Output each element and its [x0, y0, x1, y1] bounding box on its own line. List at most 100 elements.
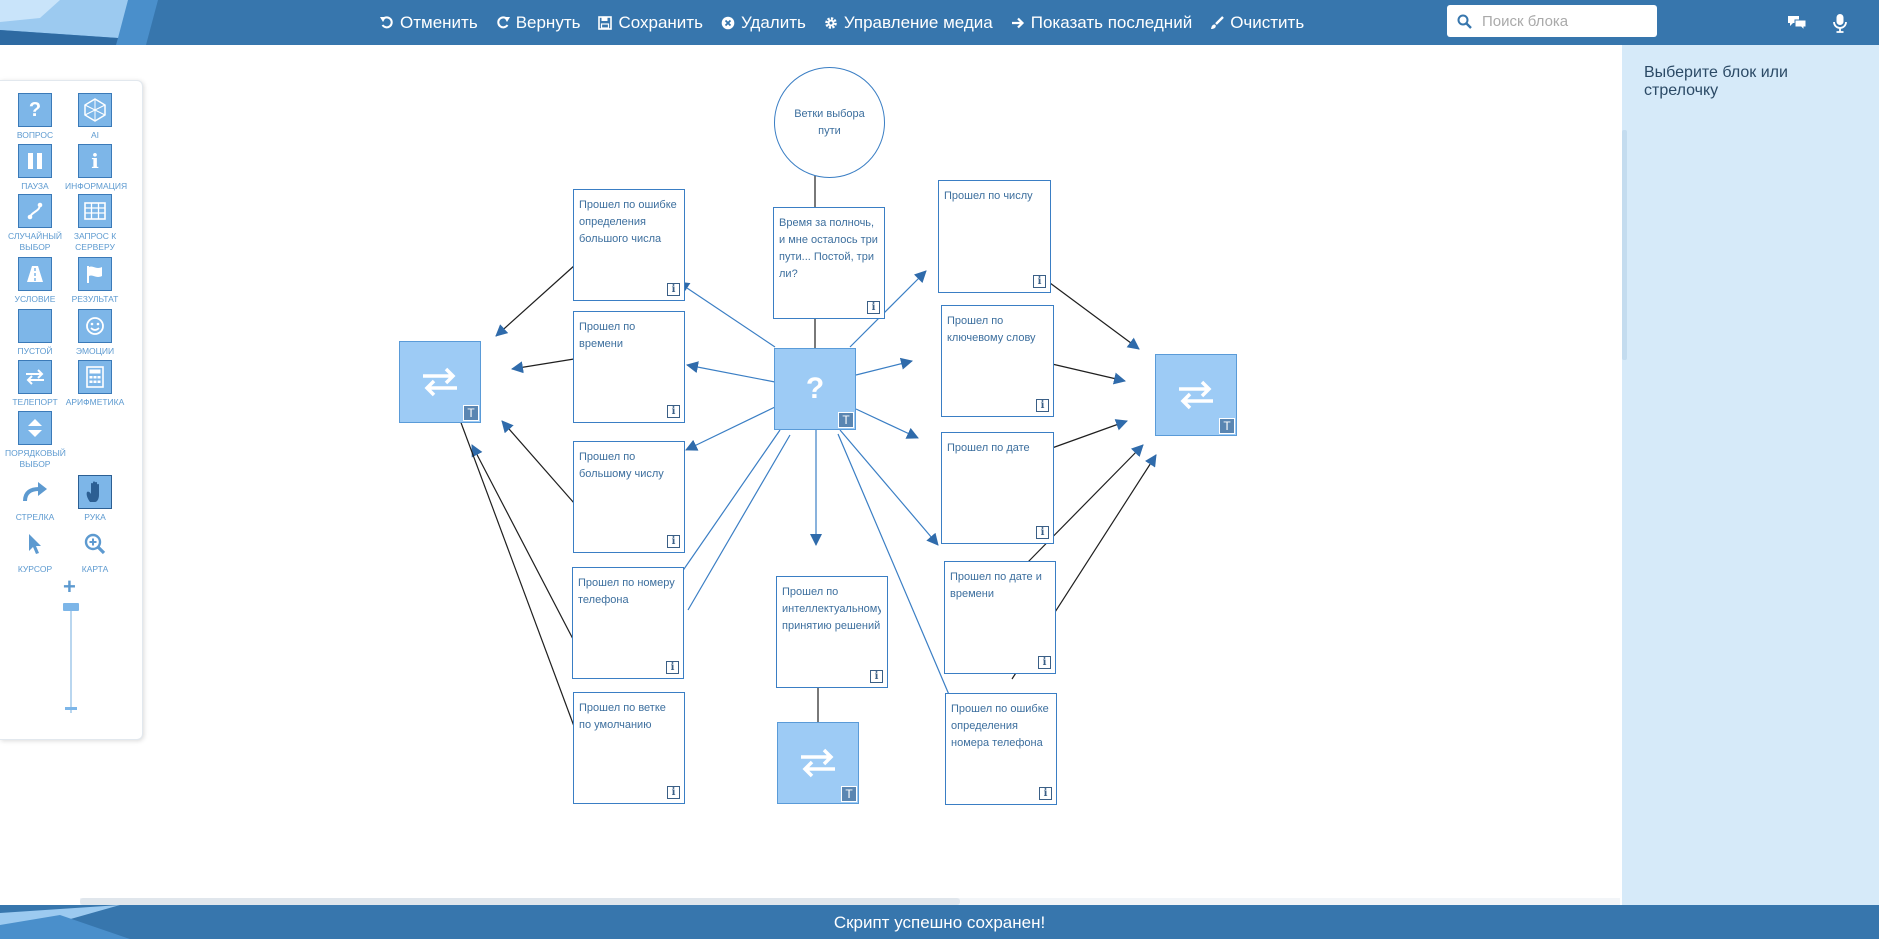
status-decoration — [0, 905, 130, 939]
tool-ordinal[interactable]: ПОРЯДКОВЫЙ ВЫБОР — [5, 411, 66, 470]
link-phone-teleport[interactable] — [471, 444, 575, 642]
node-by-keyword[interactable]: Прошел по ключевому слову i — [941, 305, 1054, 417]
node-by-phone[interactable]: Прошел по номеру телефона i — [572, 567, 684, 679]
random-icon — [18, 194, 52, 228]
tool-pause-label: ПАУЗА — [21, 181, 49, 191]
tool-condition[interactable]: УСЛОВИЕ — [5, 257, 65, 305]
horizontal-scrollbar[interactable] — [80, 898, 1620, 905]
delete-button[interactable]: Удалить — [721, 13, 806, 33]
clear-button[interactable]: Очистить — [1210, 13, 1304, 33]
node-teleport-bottom[interactable]: T — [777, 722, 859, 804]
info-icon[interactable]: i — [667, 786, 680, 799]
tool-ai[interactable]: AI — [65, 93, 125, 141]
node-by-datetime[interactable]: Прошел по дате и времени i — [944, 561, 1056, 674]
redo-label: Вернуть — [515, 12, 581, 32]
question-icon: ? — [18, 93, 52, 127]
info-icon[interactable]: i — [667, 405, 680, 418]
undo-button[interactable]: Отменить — [380, 13, 478, 33]
tool-random[interactable]: СЛУЧАЙНЫЙ ВЫБОР — [5, 194, 65, 253]
start-node[interactable]: Ветки выбора пути — [774, 67, 885, 178]
vertical-scrollbar[interactable] — [1622, 130, 1627, 360]
swap-arrows-icon — [18, 360, 52, 394]
text-badge[interactable]: T — [1219, 418, 1235, 434]
top-bar: Отменить Вернуть Сохранить Удалить Управ… — [0, 0, 1879, 45]
link-question-date[interactable] — [855, 408, 919, 439]
link-number-teleport[interactable] — [1049, 282, 1140, 350]
node-by-date[interactable]: Прошел по дате i — [941, 432, 1054, 544]
tool-emotion[interactable]: ЭМОЦИИ — [65, 309, 125, 357]
flow-canvas[interactable]: Ветки выбора пути Время за полночь, и мн… — [0, 45, 1620, 905]
search-input[interactable] — [1480, 11, 1654, 31]
microphone-icon[interactable] — [1829, 12, 1851, 34]
link-question-phone-error[interactable] — [837, 433, 951, 698]
link-big-number-teleport[interactable] — [501, 420, 575, 504]
tool-question[interactable]: ? ВОПРОС — [5, 93, 65, 141]
info-icon[interactable]: i — [667, 535, 680, 548]
zoom-out-button[interactable] — [65, 707, 77, 710]
horizontal-scrollbar-thumb[interactable] — [80, 898, 960, 905]
link-keyword-teleport[interactable] — [1051, 363, 1126, 385]
link-question-big-number[interactable] — [685, 406, 776, 451]
zoom-in-button[interactable]: + — [63, 574, 76, 599]
tool-ordinal-label: ПОРЯДКОВЫЙ ВЫБОР — [5, 448, 66, 469]
tool-server[interactable]: ЗАПРОС К СЕРВЕРУ — [65, 194, 125, 253]
node-by-number[interactable]: Прошел по числу i — [938, 180, 1051, 293]
info-icon[interactable]: i — [870, 670, 883, 683]
text-badge[interactable]: T — [841, 786, 857, 802]
node-question[interactable]: ? T — [774, 348, 856, 430]
tool-info[interactable]: i ИНФОРМАЦИЯ — [65, 144, 127, 192]
info-icon[interactable]: i — [667, 283, 680, 296]
text-badge[interactable]: T — [463, 405, 479, 421]
link-question-number[interactable] — [849, 270, 927, 348]
show-last-button[interactable]: Показать последний — [1011, 13, 1192, 33]
tool-empty[interactable]: ПУСТОЙ — [5, 309, 65, 357]
redo-button[interactable]: Вернуть — [496, 12, 581, 33]
node-phone-error[interactable]: Прошел по ошибке определения номера теле… — [945, 693, 1057, 805]
node-by-keyword-text: Прошел по ключевому слову — [947, 315, 1036, 344]
info-icon[interactable]: i — [1033, 275, 1046, 288]
tool-arithmetic[interactable]: АРИФМЕТИКА — [65, 360, 125, 408]
tool-arithmetic-label: АРИФМЕТИКА — [65, 397, 125, 407]
info-icon[interactable]: i — [1038, 656, 1051, 669]
node-by-time[interactable]: Прошел по времени i — [573, 311, 685, 423]
arrow-right-icon — [1011, 17, 1024, 28]
undo-icon — [380, 15, 393, 28]
node-teleport-left[interactable]: T — [399, 341, 481, 423]
node-by-ai[interactable]: Прошел по интеллектуальному принятию реш… — [776, 576, 888, 688]
link-time-teleport[interactable] — [511, 358, 575, 374]
zoom-slider[interactable]: + — [62, 574, 80, 717]
node-by-default[interactable]: Прошел по ветке по умолчанию i — [573, 692, 685, 804]
zoom-track[interactable] — [70, 603, 72, 713]
info-icon[interactable]: i — [1036, 399, 1049, 412]
node-by-datetime-text: Прошел по дате и времени — [950, 571, 1042, 600]
tool-cursor[interactable]: КУРСОР — [5, 527, 65, 575]
tool-arrow[interactable]: СТРЕЛКА — [5, 475, 65, 523]
link-question-default[interactable] — [687, 434, 791, 611]
link-question-keyword[interactable] — [855, 357, 913, 376]
link-question-datetime[interactable] — [839, 429, 939, 546]
delete-label: Удалить — [740, 12, 806, 32]
info-icon[interactable]: i — [666, 661, 679, 674]
info-icon[interactable]: i — [867, 301, 880, 314]
tool-result[interactable]: РЕЗУЛЬТАТ — [65, 257, 125, 305]
chat-icon[interactable] — [1786, 12, 1808, 34]
link-question-time[interactable] — [686, 361, 776, 383]
save-button[interactable]: Сохранить — [598, 13, 703, 33]
media-button[interactable]: Управление медиа — [824, 13, 993, 33]
node-intro[interactable]: Время за полночь, и мне осталось три пут… — [773, 207, 885, 319]
zoom-handle[interactable] — [63, 603, 79, 611]
node-big-error[interactable]: Прошел по ошибке определения большого чи… — [573, 189, 685, 301]
link-date-teleport[interactable] — [1051, 419, 1128, 449]
info-icon[interactable]: i — [1036, 526, 1049, 539]
info-icon[interactable]: i — [1039, 787, 1052, 800]
link-default-teleport[interactable] — [459, 419, 579, 738]
tool-hand[interactable]: РУКА — [65, 475, 125, 523]
node-teleport-right[interactable]: T — [1155, 354, 1237, 436]
text-badge[interactable]: T — [838, 412, 854, 428]
tool-map[interactable]: КАРТА — [65, 527, 125, 575]
tool-teleport[interactable]: ТЕЛЕПОРТ — [5, 360, 65, 408]
node-by-big-number[interactable]: Прошел по большому числу i — [573, 441, 685, 553]
link-big-error-teleport[interactable] — [495, 264, 576, 337]
link-question-big-error[interactable] — [677, 281, 776, 348]
tool-pause[interactable]: ПАУЗА — [5, 144, 65, 192]
